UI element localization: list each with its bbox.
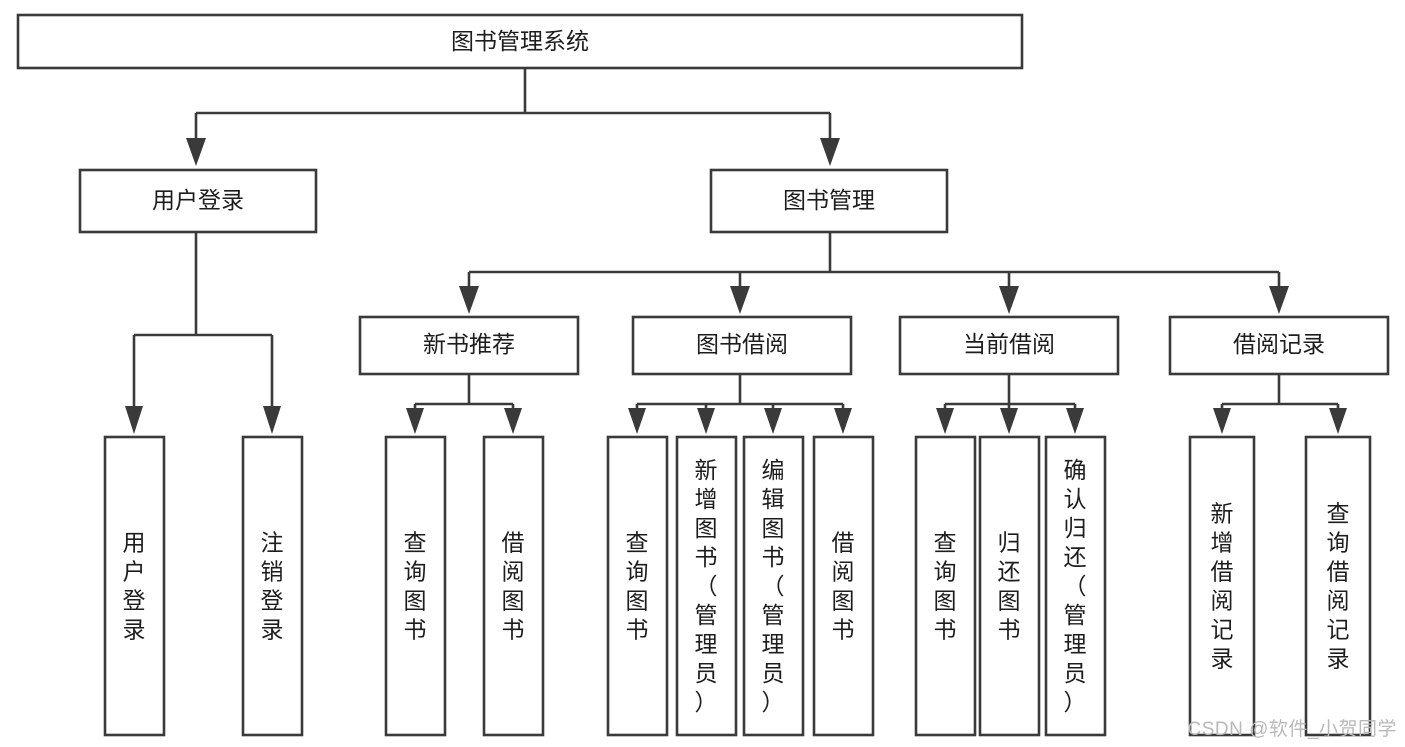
- node-root-box[interactable]: [16, 13, 1024, 70]
- arrowhead-leaf-add-book-admin: [697, 408, 715, 434]
- node-current-borrow-box[interactable]: [898, 315, 1120, 376]
- arrowhead-borrow-record: [1269, 286, 1289, 314]
- arrowhead-leaf-return-book: [1000, 408, 1018, 434]
- arrowhead-leaf-borrow-book-2: [834, 408, 852, 434]
- node-leaf-add-book-admin-box[interactable]: [675, 435, 738, 737]
- node-borrow-record-box[interactable]: [1168, 315, 1390, 376]
- arrowhead-leaf-add-borrow-record: [1213, 408, 1231, 434]
- node-leaf-confirm-return-admin-label: 确认归还（管理员）: [1064, 457, 1087, 715]
- arrowhead-leaf-query-book-1: [406, 408, 424, 434]
- arrowhead-user-login: [186, 138, 206, 166]
- node-leaf-add-book-admin-label: 新增图书（管理员）: [695, 457, 718, 715]
- node-leaf-edit-book-admin[interactable]: 编辑图书（管理员）: [742, 435, 805, 737]
- arrowhead-book-borrow: [730, 286, 750, 314]
- node-book-borrow-box[interactable]: [631, 315, 853, 376]
- node-leaf-query-book-3-box[interactable]: [914, 435, 977, 737]
- node-leaf-user-login[interactable]: 用户登录: [103, 435, 166, 737]
- node-borrow-record-label: 借阅记录: [1233, 331, 1325, 357]
- arrowhead-leaf-confirm-return-admin: [1066, 408, 1084, 434]
- node-leaf-borrow-book-1[interactable]: 借阅图书: [482, 435, 545, 737]
- arrowhead-leaf-user-login: [125, 406, 143, 434]
- node-leaf-edit-book-admin-box[interactable]: [742, 435, 805, 737]
- connector-layer: [125, 68, 1347, 434]
- node-user-login-box[interactable]: [78, 168, 318, 234]
- node-leaf-query-book-3[interactable]: 查询图书: [914, 435, 977, 737]
- node-book-management-label: 图书管理: [783, 187, 875, 213]
- node-new-book-recommend-label: 新书推荐: [423, 331, 515, 357]
- node-leaf-return-book[interactable]: 归还图书: [978, 435, 1041, 737]
- node-leaf-add-borrow-record[interactable]: 新增借阅记录: [1188, 435, 1256, 737]
- node-book-borrow[interactable]: 图书借阅: [631, 315, 853, 376]
- node-leaf-query-book-2-label: 查询图书: [626, 530, 649, 643]
- node-leaf-confirm-return-admin-box[interactable]: [1044, 435, 1107, 737]
- node-leaf-logout-login-label: 注销登录: [261, 530, 284, 643]
- node-new-book-recommend-box[interactable]: [358, 315, 580, 376]
- node-leaf-return-book-box[interactable]: [978, 435, 1041, 737]
- node-leaf-logout-login-box[interactable]: [241, 435, 304, 737]
- node-leaf-query-borrow-record-label: 查询借阅记录: [1327, 501, 1350, 672]
- arrowhead-leaf-edit-book-admin: [764, 408, 782, 434]
- node-leaf-query-borrow-record-box[interactable]: [1304, 435, 1372, 737]
- node-user-login[interactable]: 用户登录: [78, 168, 318, 234]
- node-leaf-logout-login[interactable]: 注销登录: [241, 435, 304, 737]
- arrowhead-leaf-query-borrow-record: [1329, 408, 1347, 434]
- node-leaf-query-book-2-box[interactable]: [606, 435, 669, 737]
- arrowhead-leaf-borrow-book-1: [504, 408, 522, 434]
- node-leaf-query-book-1[interactable]: 查询图书: [384, 435, 447, 737]
- node-leaf-add-borrow-record-box[interactable]: [1188, 435, 1256, 737]
- node-leaf-borrow-book-2-label: 借阅图书: [832, 530, 855, 643]
- arrowhead-leaf-query-book-3: [936, 408, 954, 434]
- node-new-book-recommend[interactable]: 新书推荐: [358, 315, 580, 376]
- arrowhead-leaf-logout-login: [263, 406, 281, 434]
- node-leaf-query-book-3-label: 查询图书: [934, 530, 957, 643]
- node-current-borrow-label: 当前借阅: [963, 331, 1055, 357]
- node-leaf-query-borrow-record[interactable]: 查询借阅记录: [1304, 435, 1372, 737]
- csdn-watermark: CSDN @软件_小贺同学: [1187, 719, 1397, 740]
- node-current-borrow[interactable]: 当前借阅: [898, 315, 1120, 376]
- node-book-borrow-label: 图书借阅: [696, 331, 788, 357]
- arrowhead-new-book-recommend: [459, 286, 479, 314]
- node-book-management[interactable]: 图书管理: [709, 168, 949, 234]
- node-root[interactable]: 图书管理系统: [16, 13, 1024, 70]
- node-leaf-query-book-2[interactable]: 查询图书: [606, 435, 669, 737]
- node-leaf-borrow-book-1-box[interactable]: [482, 435, 545, 737]
- node-leaf-add-borrow-record-label: 新增借阅记录: [1211, 501, 1234, 672]
- arrowhead-book-management: [820, 138, 840, 166]
- node-leaf-borrow-book-2[interactable]: 借阅图书: [812, 435, 875, 737]
- node-leaf-return-book-label: 归还图书: [998, 530, 1021, 643]
- node-leaf-borrow-book-2-box[interactable]: [812, 435, 875, 737]
- node-leaf-user-login-label: 用户登录: [123, 530, 146, 643]
- node-leaf-borrow-book-1-label: 借阅图书: [502, 530, 525, 643]
- node-leaf-query-book-1-label: 查询图书: [404, 530, 427, 643]
- node-borrow-record[interactable]: 借阅记录: [1168, 315, 1390, 376]
- node-leaf-add-book-admin[interactable]: 新增图书（管理员）: [675, 435, 738, 737]
- node-book-management-box[interactable]: [709, 168, 949, 234]
- node-leaf-confirm-return-admin[interactable]: 确认归还（管理员）: [1044, 435, 1107, 737]
- node-leaf-edit-book-admin-label: 编辑图书（管理员）: [762, 457, 785, 715]
- node-leaf-query-book-1-box[interactable]: [384, 435, 447, 737]
- arrowhead-current-borrow: [999, 286, 1019, 314]
- node-leaf-user-login-box[interactable]: [103, 435, 166, 737]
- node-root-label: 图书管理系统: [451, 28, 589, 54]
- arrowhead-leaf-query-book-2: [628, 408, 646, 434]
- node-user-login-label: 用户登录: [152, 187, 244, 213]
